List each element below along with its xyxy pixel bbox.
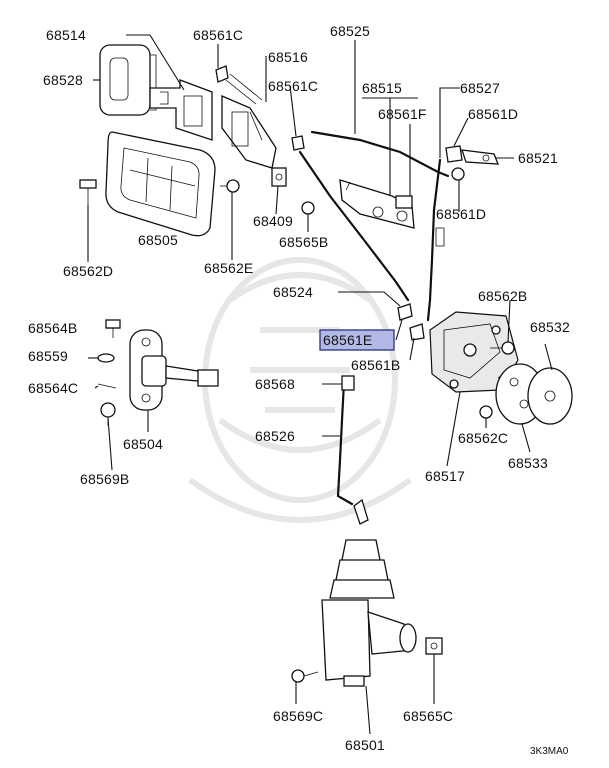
screw-68562e xyxy=(220,179,240,193)
handle-bezel-68505 xyxy=(105,131,216,237)
lock-actuator-68501 xyxy=(321,498,417,687)
lever-68521 xyxy=(461,149,499,165)
bolt-68569c xyxy=(291,669,319,683)
label-68561f[interactable]: 68561F xyxy=(378,106,427,122)
label-68559[interactable]: 68559 xyxy=(28,348,68,364)
label-68528[interactable]: 68528 xyxy=(43,72,83,88)
part-labels: 68514 68528 68561C 68516 68561C 68525 68… xyxy=(28,23,570,757)
leader-lines xyxy=(87,34,553,735)
label-68561c-b[interactable]: 68561C xyxy=(268,78,318,94)
screw-68562d xyxy=(79,179,97,205)
pin-68564c xyxy=(97,383,117,389)
label-68569c[interactable]: 68569C xyxy=(273,708,323,724)
label-68562e[interactable]: 68562E xyxy=(204,260,253,276)
label-68561e[interactable]: 68561E xyxy=(323,332,372,348)
clip-68568 xyxy=(341,375,355,391)
inside-handle-cover-68528 xyxy=(99,44,157,116)
label-68516[interactable]: 68516 xyxy=(268,49,308,65)
label-68561b[interactable]: 68561B xyxy=(351,357,400,373)
bracket-68516 xyxy=(221,73,277,169)
label-68525[interactable]: 68525 xyxy=(330,23,370,39)
label-68561d-a[interactable]: 68561D xyxy=(468,106,518,122)
door-lock-68517 xyxy=(429,311,519,393)
inside-handle-68514 xyxy=(149,79,213,141)
label-68565b[interactable]: 68565B xyxy=(279,234,328,250)
label-68501[interactable]: 68501 xyxy=(345,737,385,753)
label-68517[interactable]: 68517 xyxy=(425,468,465,484)
washer-68559 xyxy=(97,353,115,363)
bolt-68564b xyxy=(105,319,121,338)
clip-68561e-highlighted-part xyxy=(397,303,413,321)
watermark-emblem xyxy=(188,257,412,523)
label-68521[interactable]: 68521 xyxy=(518,150,558,166)
rod-68525 xyxy=(310,130,450,178)
label-68524[interactable]: 68524 xyxy=(273,284,313,300)
label-68526[interactable]: 68526 xyxy=(255,428,295,444)
label-68532[interactable]: 68532 xyxy=(530,319,570,335)
label-68562b[interactable]: 68562B xyxy=(478,288,527,304)
label-68561c-a[interactable]: 68561C xyxy=(193,27,243,43)
clip-68565b xyxy=(301,201,315,215)
clip-68565c xyxy=(425,637,443,655)
label-68505[interactable]: 68505 xyxy=(138,232,178,248)
label-68409[interactable]: 68409 xyxy=(253,213,293,229)
label-68562d[interactable]: 68562D xyxy=(63,263,113,279)
rod-68524 xyxy=(298,150,410,302)
label-68568[interactable]: 68568 xyxy=(255,376,295,392)
label-68564b[interactable]: 68564B xyxy=(28,320,77,336)
rod-68526 xyxy=(336,380,354,506)
label-68569b[interactable]: 68569B xyxy=(80,471,129,487)
diagram-code: 3K3MA0 xyxy=(530,746,569,757)
clip-68561c-b xyxy=(291,135,305,151)
striker-plate-68532 xyxy=(527,367,573,425)
clip-68561f xyxy=(395,195,413,209)
label-68527[interactable]: 68527 xyxy=(460,80,500,96)
label-68504[interactable]: 68504 xyxy=(123,436,163,452)
remote-link-68515 xyxy=(339,179,415,229)
label-68514[interactable]: 68514 xyxy=(46,27,86,43)
clip-68561d-a xyxy=(445,145,463,163)
label-68565c[interactable]: 68565C xyxy=(403,708,453,724)
label-68562c[interactable]: 68562C xyxy=(458,430,508,446)
door-check-68504 xyxy=(129,329,219,411)
clip-68561c-a xyxy=(215,65,229,83)
bolt-stud xyxy=(435,227,445,247)
clip-68561b xyxy=(409,323,425,341)
highlight-box-68561e xyxy=(319,329,395,351)
screw-68562c xyxy=(479,405,493,419)
label-68515[interactable]: 68515 xyxy=(362,80,402,96)
nut-68409 xyxy=(271,167,287,187)
label-68533[interactable]: 68533 xyxy=(508,455,548,471)
label-68564c[interactable]: 68564C xyxy=(28,380,78,396)
label-68561d-b[interactable]: 68561D xyxy=(436,206,486,222)
rod-68527 xyxy=(426,158,442,322)
clip-68561d-b xyxy=(451,167,465,181)
